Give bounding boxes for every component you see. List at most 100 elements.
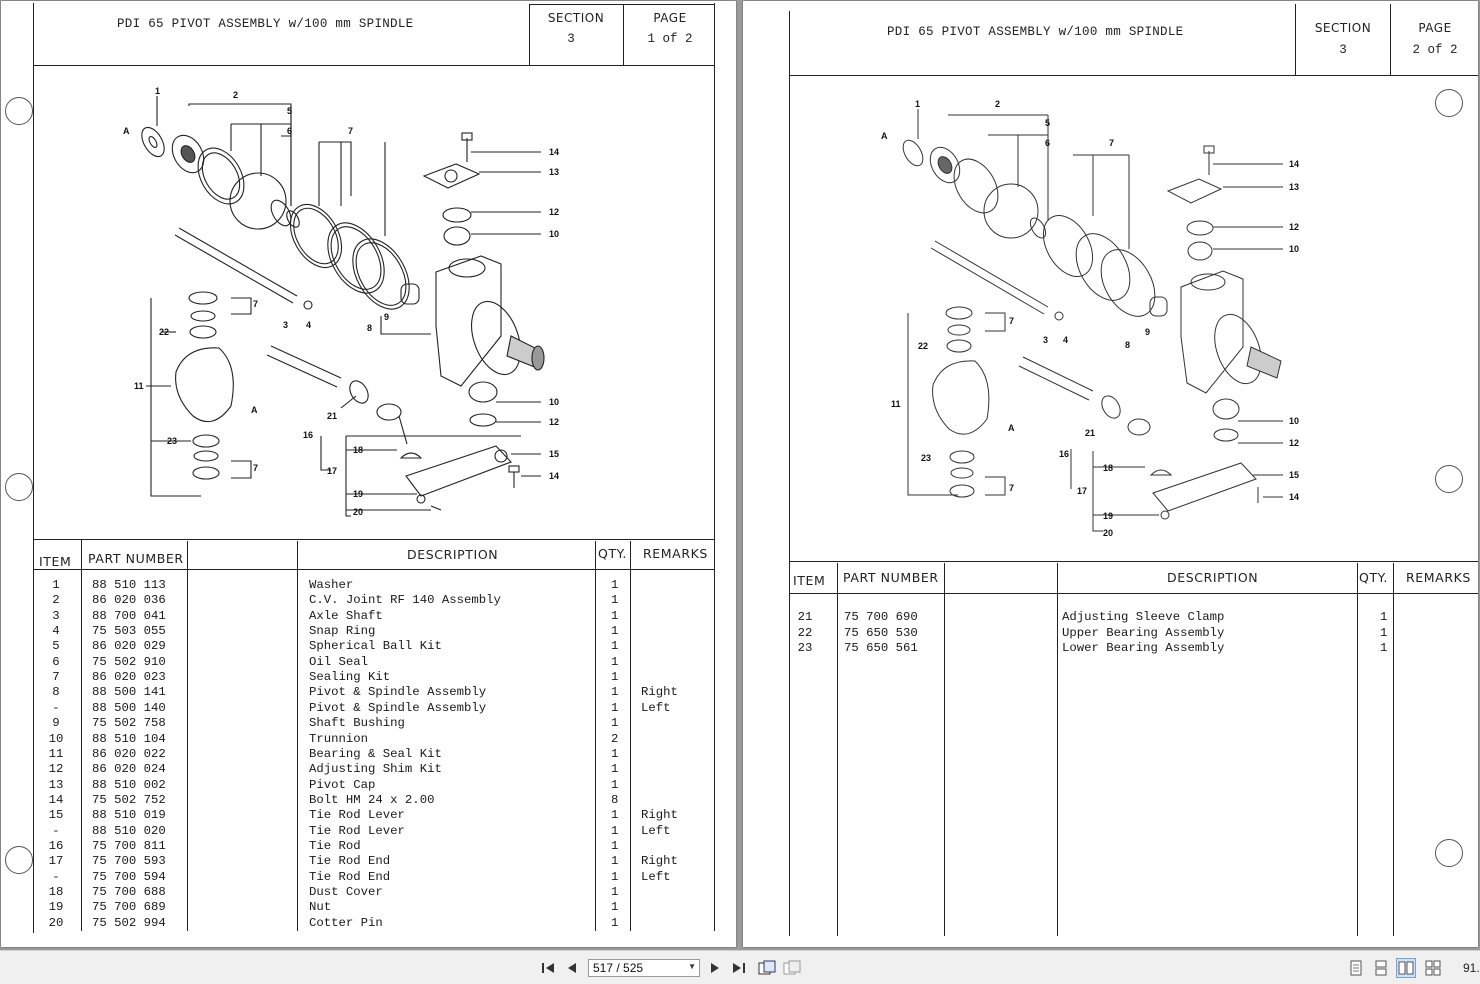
svg-text:11: 11 xyxy=(891,399,901,409)
description-cell: Lower Bearing Assembly xyxy=(1062,641,1225,655)
qty-cell: 1 xyxy=(611,808,619,823)
part-number-cell: 75 503 055 xyxy=(92,624,166,639)
remarks-cell: Left xyxy=(641,700,671,715)
continuous-view-icon[interactable] xyxy=(1371,958,1391,978)
callout-18: 18 xyxy=(353,445,363,455)
last-page-icon[interactable] xyxy=(729,958,749,978)
description-cell: Cotter Pin xyxy=(309,915,383,930)
section-value: 3 xyxy=(567,32,575,46)
page-value: 2 of 2 xyxy=(1412,43,1458,57)
part-number-cell: 75 700 811 xyxy=(92,838,166,853)
qty-cell: 1 xyxy=(611,654,619,669)
col-header-description: DESCRIPTION xyxy=(1167,570,1259,585)
qty-cell: 1 xyxy=(611,869,619,884)
qty-cell: 1 xyxy=(611,639,619,654)
svg-text:17: 17 xyxy=(1077,486,1087,496)
callout-8: 8 xyxy=(367,323,372,333)
svg-text:22: 22 xyxy=(918,341,928,351)
description-cell: Trunnion xyxy=(309,731,369,746)
qty-cell: 1 xyxy=(611,762,619,777)
single-page-view-icon[interactable] xyxy=(1346,958,1366,978)
description-cell: Axle Shaft xyxy=(309,608,383,623)
qty-cell: 1 xyxy=(1380,610,1388,624)
page-number-input[interactable]: 517 / 525 ▼ xyxy=(588,959,700,977)
svg-text:10: 10 xyxy=(1289,244,1299,254)
zoom-level[interactable]: 91. xyxy=(1463,961,1480,975)
item-cell: 12 xyxy=(48,762,64,777)
remarks-cell: Right xyxy=(641,854,678,869)
callout-7: 7 xyxy=(348,126,353,136)
callout-11: 11 xyxy=(134,381,144,391)
section-label: SECTION xyxy=(547,11,605,25)
copy-page-icon[interactable] xyxy=(757,958,777,978)
part-number-cell: 75 650 561 xyxy=(844,641,918,655)
description-cell: Snap Ring xyxy=(309,624,376,639)
svg-text:14: 14 xyxy=(1289,492,1299,502)
description-cell: Pivot & Spindle Assembly xyxy=(309,700,487,715)
callout-17: 17 xyxy=(327,466,337,476)
remarks-cell: Left xyxy=(641,869,671,884)
page-title: PDI 65 PIVOT ASSEMBLY w/100 mm SPINDLE xyxy=(887,25,1184,39)
description-cell: Tie Rod xyxy=(309,838,361,853)
two-page-view-icon[interactable] xyxy=(1396,958,1416,978)
svg-text:4: 4 xyxy=(1063,335,1068,345)
qty-cell: 1 xyxy=(611,624,619,639)
part-number-cell: 86 020 023 xyxy=(92,670,166,685)
description-cell: Pivot Cap xyxy=(309,777,376,792)
col-header-qty: QTY. xyxy=(598,546,627,561)
col-header-qty: QTY. xyxy=(1359,570,1388,585)
svg-text:13: 13 xyxy=(1289,182,1299,192)
part-number-cell: 75 700 689 xyxy=(92,900,166,915)
description-cell: Tie Rod Lever xyxy=(309,823,405,838)
callout-2: 2 xyxy=(233,90,238,100)
svg-text:20: 20 xyxy=(1103,528,1113,538)
callout-7: 7 xyxy=(253,299,258,309)
item-cell: 7 xyxy=(52,670,60,685)
col-header-item: ITEM xyxy=(39,554,72,569)
qty-cell: 1 xyxy=(611,746,619,761)
two-page-continuous-view-icon[interactable] xyxy=(1423,958,1443,978)
description-cell: C.V. Joint RF 140 Assembly xyxy=(309,593,501,608)
page-indicator: 517 / 525 xyxy=(593,961,644,975)
description-cell: Shaft Bushing xyxy=(309,716,405,731)
callout-10: 10 xyxy=(549,397,559,407)
part-number-cell: 86 020 024 xyxy=(92,762,166,777)
item-cell: 18 xyxy=(48,885,64,899)
binder-hole xyxy=(5,473,33,501)
qty-cell: 1 xyxy=(611,823,619,838)
col-header-item: ITEM xyxy=(793,573,826,588)
callout-19: 19 xyxy=(353,489,363,499)
paste-page-icon[interactable] xyxy=(782,958,802,978)
item-cell: 3 xyxy=(52,608,60,623)
callout-10: 10 xyxy=(549,229,559,239)
qty-cell: 1 xyxy=(611,900,619,915)
part-number-cell: 88 510 020 xyxy=(92,823,166,838)
callout-13: 13 xyxy=(549,167,559,177)
callout-12: 12 xyxy=(549,207,559,217)
description-cell: Tie Rod End xyxy=(309,854,391,869)
description-cell: Spherical Ball Kit xyxy=(309,639,442,654)
svg-text:23: 23 xyxy=(921,453,931,463)
qty-cell: 1 xyxy=(611,608,619,623)
description-cell: Dust Cover xyxy=(309,885,383,899)
svg-text:A: A xyxy=(1008,423,1015,433)
item-cell: 1 xyxy=(52,578,60,592)
item-cell: 5 xyxy=(52,639,60,654)
part-number-cell: 88 510 002 xyxy=(92,777,166,792)
description-cell: Oil Seal xyxy=(309,654,369,669)
next-page-icon[interactable] xyxy=(705,958,725,978)
callout-A: A xyxy=(251,405,258,415)
part-number-cell: 75 700 688 xyxy=(92,885,166,899)
previous-page-icon[interactable] xyxy=(562,958,582,978)
first-page-icon[interactable] xyxy=(538,958,558,978)
col-header-part-number: PART NUMBER xyxy=(88,551,184,566)
binder-hole xyxy=(1435,839,1463,867)
description-cell: Washer xyxy=(309,578,354,592)
qty-cell: 1 xyxy=(611,578,619,592)
svg-text:3: 3 xyxy=(1043,335,1048,345)
callout-4: 4 xyxy=(306,320,311,330)
qty-cell: 1 xyxy=(1380,641,1388,655)
qty-cell: 1 xyxy=(611,777,619,792)
chevron-down-icon[interactable]: ▼ xyxy=(688,962,696,971)
document-viewport[interactable]: PDI 65 PIVOT ASSEMBLY w/100 mm SPINDLE S… xyxy=(0,0,1480,950)
